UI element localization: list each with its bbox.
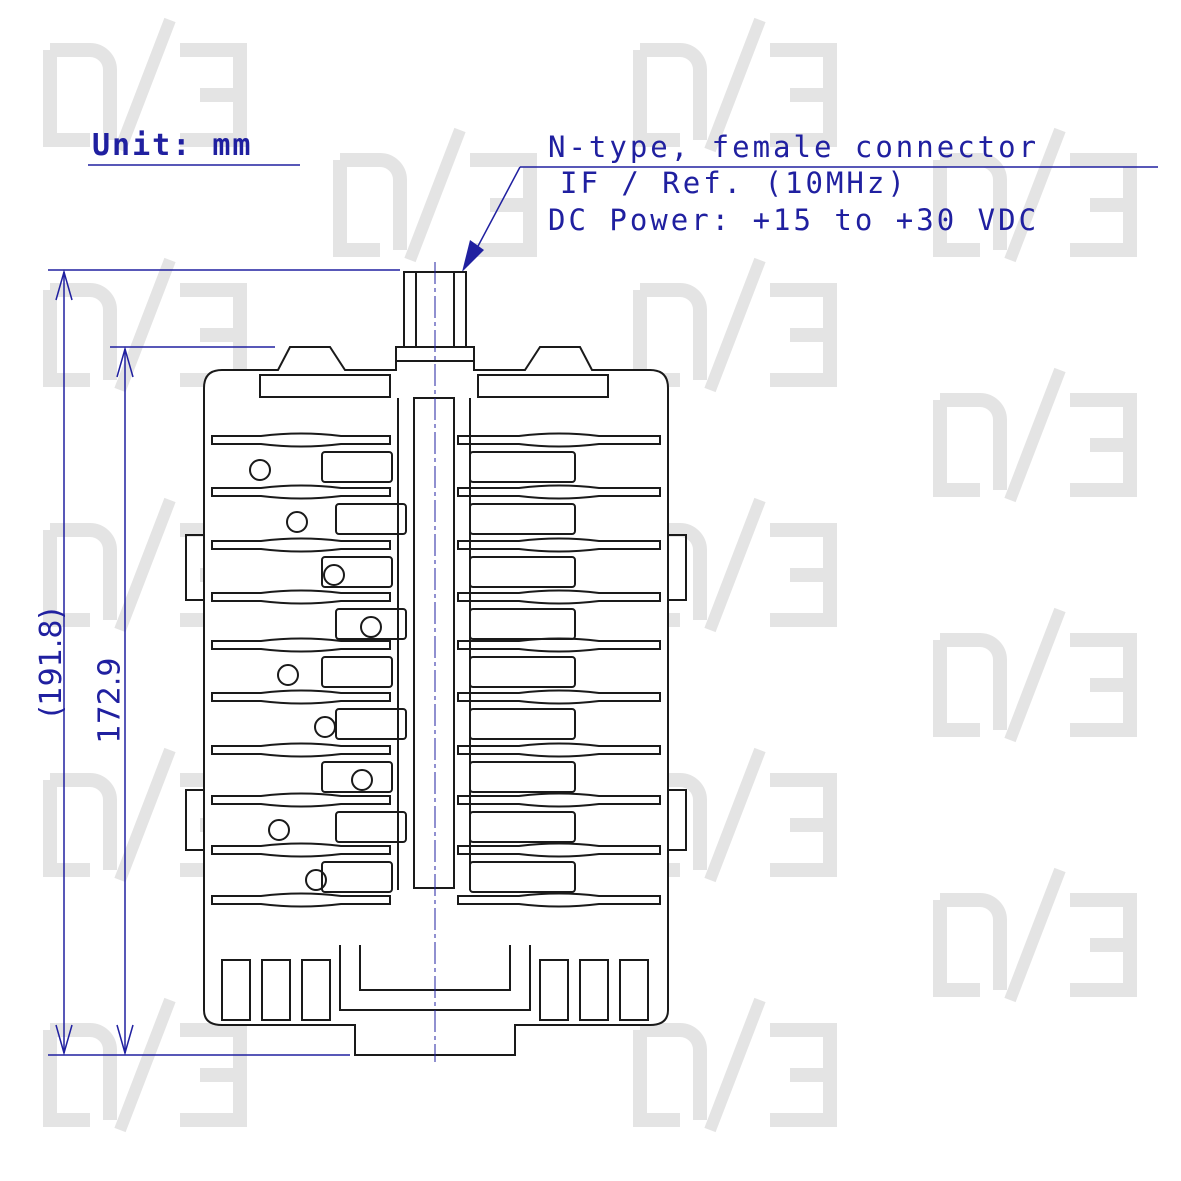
fin-slot (457, 792, 661, 808)
fin-slot (211, 689, 391, 705)
boss (360, 616, 382, 638)
boss (351, 769, 373, 791)
pocket (469, 556, 576, 588)
fin-slot (211, 792, 391, 808)
fin-slot (457, 842, 661, 858)
boss (277, 664, 299, 686)
fin-slot (457, 892, 661, 908)
boss (249, 459, 271, 481)
overall-height-dimension: (191.8) (34, 607, 70, 718)
fin-slot (457, 432, 661, 448)
fin-slot (457, 589, 661, 605)
boss (305, 869, 327, 891)
pocket (469, 608, 576, 640)
housing-outline (185, 346, 687, 1056)
pocket (321, 761, 393, 793)
pocket (469, 861, 576, 893)
fin-slot (457, 537, 661, 553)
body-height-dimension: 172.9 (92, 657, 128, 744)
fin-slot (211, 842, 391, 858)
fin-slot (211, 589, 391, 605)
fin-slot (457, 484, 661, 500)
boss (286, 511, 308, 533)
fin-slot (211, 637, 391, 653)
fin-slot (211, 537, 391, 553)
unit-label: Unit: mm (92, 128, 253, 163)
fin-slot (211, 484, 391, 500)
dimension-body (110, 346, 275, 1056)
leader-arrow (462, 240, 484, 272)
pocket (469, 656, 576, 688)
pocket (335, 608, 407, 640)
pocket (469, 451, 576, 483)
fin-slot (211, 742, 391, 758)
boss (268, 819, 290, 841)
dimension-overall (48, 269, 400, 1056)
pocket (335, 503, 407, 535)
pocket (321, 656, 393, 688)
pocket (469, 503, 576, 535)
fin-slot (211, 432, 391, 448)
pocket (469, 811, 576, 843)
boss (314, 716, 336, 738)
fin-slot (457, 637, 661, 653)
connector-label-line1: N-type, female connector (548, 130, 1040, 164)
pocket (335, 811, 407, 843)
pocket (321, 451, 393, 483)
boss (323, 564, 345, 586)
pocket (469, 761, 576, 793)
connector-label-line2: IF / Ref. (10MHz) (560, 166, 908, 200)
pocket (469, 708, 576, 740)
pocket (321, 861, 393, 893)
fins (211, 432, 661, 908)
pocket (335, 708, 407, 740)
connector-label-line3: DC Power: +15 to +30 VDC (548, 203, 1040, 237)
pocket (321, 556, 393, 588)
fin-slot (211, 892, 391, 908)
fin-slot (457, 742, 661, 758)
fin-slot (457, 689, 661, 705)
